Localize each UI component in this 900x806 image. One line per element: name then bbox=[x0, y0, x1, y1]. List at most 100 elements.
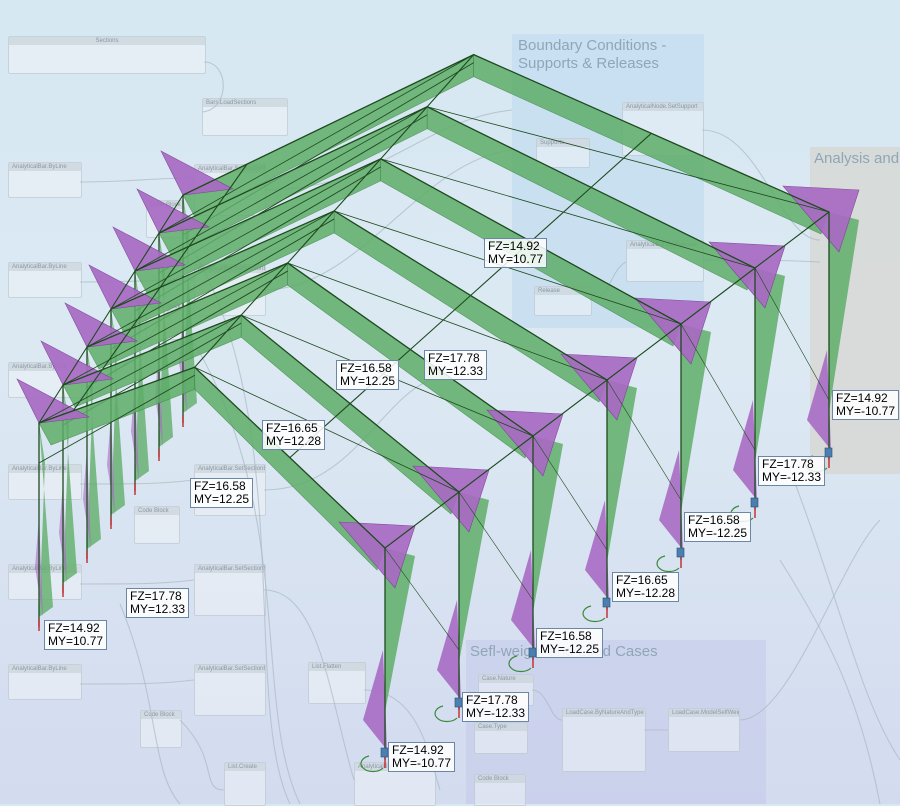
node-list-flatten[interactable]: List.Flatten bbox=[308, 662, 366, 704]
bracing-member bbox=[158, 54, 474, 234]
support-icon bbox=[454, 697, 463, 708]
graph-wire bbox=[79, 579, 195, 585]
moment-arc-icon bbox=[508, 655, 532, 673]
axial-diagram bbox=[659, 450, 683, 550]
node-title: AnalyticalBar.SetSectionByName bbox=[195, 665, 265, 673]
node-code-block-5[interactable]: Code Block bbox=[474, 774, 526, 806]
moment-arc-icon bbox=[656, 555, 680, 573]
node-title: AnalyticalNode.SetSupport bbox=[623, 103, 703, 111]
graph-wire bbox=[119, 603, 181, 804]
axial-diagram bbox=[338, 521, 416, 589]
moment-arc-icon bbox=[434, 705, 458, 723]
reaction-fz: FZ=16.65 bbox=[616, 573, 668, 587]
axial-diagram bbox=[437, 600, 461, 700]
reaction-fz: FZ=14.92 bbox=[836, 391, 888, 405]
reaction-fz: FZ=14.92 bbox=[392, 743, 444, 757]
node-code-block-3[interactable]: Code Block bbox=[134, 506, 180, 544]
bracing-member bbox=[194, 366, 460, 493]
node-title: Code Block bbox=[475, 775, 525, 783]
moment-diagram bbox=[63, 385, 77, 583]
axial-diagram bbox=[412, 465, 490, 533]
node-title: Supports bbox=[537, 139, 589, 147]
node-title: List.Create bbox=[225, 763, 265, 771]
moment-arc-icon bbox=[360, 755, 384, 773]
moment-diagram bbox=[459, 492, 489, 662]
moment-diagram bbox=[473, 54, 830, 235]
reaction-my: MY=-12.25 bbox=[688, 526, 748, 540]
node-bar-byline-2[interactable]: AnalyticalBar.ByLine bbox=[8, 262, 82, 298]
moment-diagram bbox=[681, 324, 711, 512]
reaction-my: MY=-12.33 bbox=[466, 706, 526, 720]
node-title: LoadCase.ModelSelfWeight bbox=[669, 709, 739, 717]
graph-wire bbox=[79, 679, 195, 685]
axial-diagram bbox=[486, 409, 564, 477]
node-bar-byline-6[interactable]: AnalyticalBar.ByLine bbox=[8, 664, 82, 700]
node-title: Release bbox=[535, 287, 591, 295]
reaction-fz: FZ=16.58 bbox=[194, 479, 246, 493]
reaction-my: MY=-10.77 bbox=[836, 404, 896, 418]
group-title-analysis: Analysis and Res bbox=[814, 150, 900, 167]
reaction-fz: FZ=17.78 bbox=[466, 693, 518, 707]
graph-wire bbox=[739, 519, 881, 721]
moment-diagram bbox=[426, 106, 756, 291]
node-case-type[interactable]: Case.Type bbox=[474, 722, 528, 754]
support-icon bbox=[676, 547, 685, 558]
purlin-member bbox=[289, 132, 652, 459]
reaction-my: MY=-10.77 bbox=[392, 756, 452, 770]
bracing-member bbox=[532, 435, 608, 551]
graph-wire bbox=[789, 469, 900, 761]
node-title: Code Block bbox=[141, 711, 181, 719]
graph-wire bbox=[179, 719, 225, 791]
node-supports[interactable]: Supports bbox=[536, 138, 590, 168]
node-title: LoadCase.ByNatureAndType bbox=[563, 709, 645, 717]
reaction-my: MY=12.33 bbox=[130, 602, 186, 616]
support-icon bbox=[750, 497, 759, 508]
reaction-my: MY=12.28 bbox=[266, 434, 322, 448]
bracing-member bbox=[384, 547, 460, 651]
truss-member bbox=[38, 374, 195, 464]
node-bars-loadsections[interactable]: Bars.LoadSections bbox=[202, 98, 288, 136]
bracing-member bbox=[680, 323, 756, 451]
moment-arc-icon bbox=[582, 605, 606, 623]
reaction-fz: FZ=16.58 bbox=[340, 361, 392, 375]
bracing-member bbox=[427, 106, 830, 213]
axial-diagram bbox=[807, 350, 831, 450]
reaction-my: MY=12.25 bbox=[194, 492, 250, 506]
node-bar-byline-1[interactable]: AnalyticalBar.ByLine bbox=[8, 162, 82, 198]
reaction-my: MY=-12.33 bbox=[762, 470, 822, 484]
reaction-fz: FZ=16.65 bbox=[266, 421, 318, 435]
node-code-block-4[interactable]: Code Block bbox=[140, 710, 182, 748]
reaction-my: MY=10.77 bbox=[488, 252, 544, 266]
bracing-member bbox=[606, 379, 682, 501]
bracing-member bbox=[380, 158, 756, 269]
node-set-section-5[interactable]: AnalyticalBar.SetSectionByName bbox=[194, 664, 266, 716]
node-sections[interactable]: Sections bbox=[8, 36, 206, 74]
moment-diagram bbox=[385, 548, 415, 712]
moment-diagram bbox=[829, 212, 859, 412]
support-icon bbox=[602, 597, 611, 608]
axial-diagram bbox=[160, 150, 234, 196]
moment-diagram bbox=[607, 380, 637, 562]
node-title: AnalyticalBar.SetSectionByName bbox=[195, 465, 265, 473]
bracing-member bbox=[38, 314, 242, 424]
moment-diagram bbox=[755, 268, 785, 462]
bracing-member bbox=[287, 262, 608, 381]
reaction-my: MY=10.77 bbox=[48, 634, 104, 648]
purlin-member bbox=[72, 163, 248, 412]
node-loadcase-bynature[interactable]: LoadCase.ByNatureAndType bbox=[562, 708, 646, 772]
reaction-fz: FZ=14.92 bbox=[48, 621, 100, 635]
axial-diagram bbox=[511, 550, 535, 650]
node-loadcase-selfweight[interactable]: LoadCase.ModelSelfWeight bbox=[668, 708, 740, 752]
node-title: Bars.LoadSections bbox=[203, 99, 287, 107]
graph-wire bbox=[201, 61, 224, 113]
